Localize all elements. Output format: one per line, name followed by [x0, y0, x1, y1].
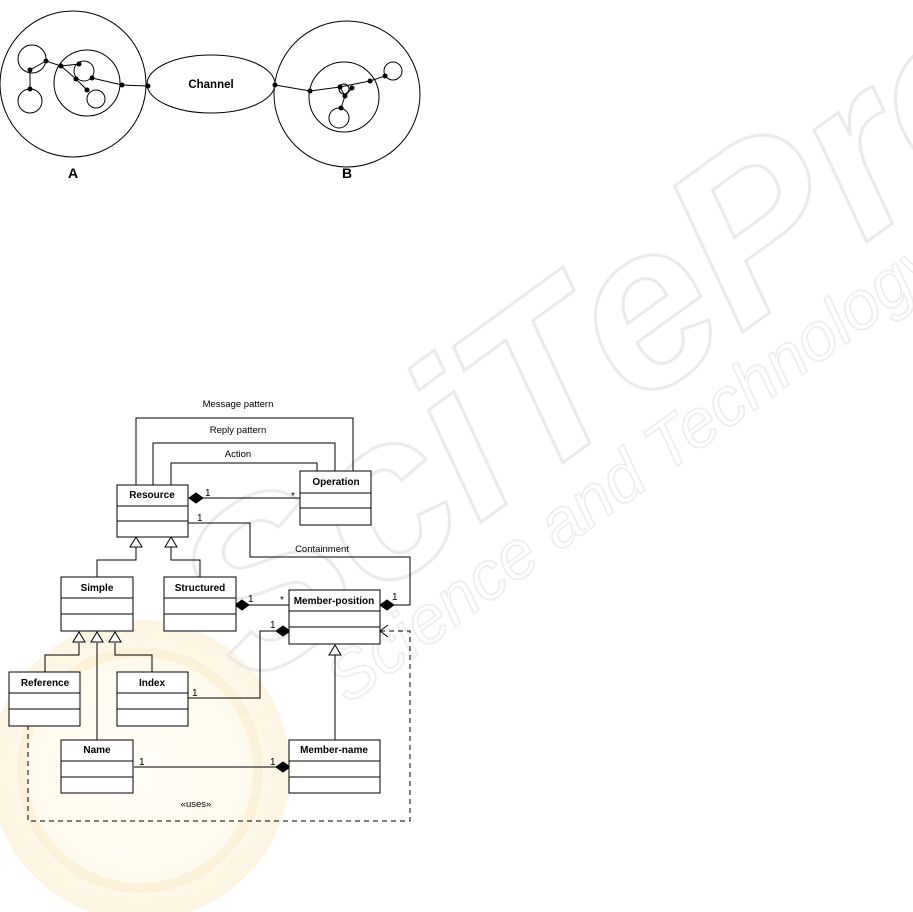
node-dot [368, 79, 373, 84]
class-name-name: Name [83, 745, 111, 756]
watermark-logo: SciTePress Science and Technology Public… [128, 0, 913, 759]
uses-label: «uses» [181, 799, 212, 810]
node-dot [350, 86, 355, 91]
class-structured-name: Structured [175, 583, 226, 594]
class-resource-name: Resource [129, 490, 175, 501]
containment-label: Containment [295, 544, 349, 555]
class-operation-name: Operation [312, 477, 359, 488]
node-dot [343, 94, 348, 99]
class-index-name: Index [139, 678, 166, 689]
node-dot [146, 84, 151, 89]
class-reference-name: Reference [21, 678, 70, 689]
channel-label: Channel [188, 79, 233, 91]
node-b-label: B [342, 165, 352, 181]
multiplicity-label: 1 [270, 620, 276, 631]
node-dot [28, 87, 33, 92]
node-dot [308, 89, 313, 94]
multiplicity-label: 1 [248, 594, 254, 605]
action-label: Action [225, 449, 251, 460]
node-dot [338, 85, 343, 90]
multiplicity-label: * [291, 491, 295, 502]
node-a-label: A [68, 165, 78, 181]
node-dot [120, 83, 125, 88]
node-dot [59, 64, 64, 69]
node-dot [85, 88, 90, 93]
multiplicity-label: 1 [392, 592, 398, 603]
node-dot [44, 59, 49, 64]
multiplicity-label: 1 [205, 488, 211, 499]
multiplicity-label: 1 [270, 757, 276, 768]
class-member-name-name: Member-name [300, 745, 368, 756]
message-pattern-label: Message pattern [203, 399, 274, 410]
simple-resource-generalization [97, 546, 136, 577]
multiplicity-label: 1 [192, 688, 198, 699]
class-member-position-name: Member-position [294, 596, 375, 607]
multiplicity-label: * [280, 595, 284, 606]
node-dot [383, 74, 388, 79]
reply-pattern-label: Reply pattern [210, 425, 267, 436]
node-dot [28, 68, 33, 73]
multiplicity-label: 1 [139, 757, 145, 768]
node-dot [339, 106, 344, 111]
multiplicity-label: 1 [197, 513, 203, 524]
node-dot [90, 76, 95, 81]
class-simple-name: Simple [81, 583, 114, 594]
node-dot [74, 77, 79, 82]
node-dot [77, 62, 82, 67]
node-dot [273, 83, 278, 88]
